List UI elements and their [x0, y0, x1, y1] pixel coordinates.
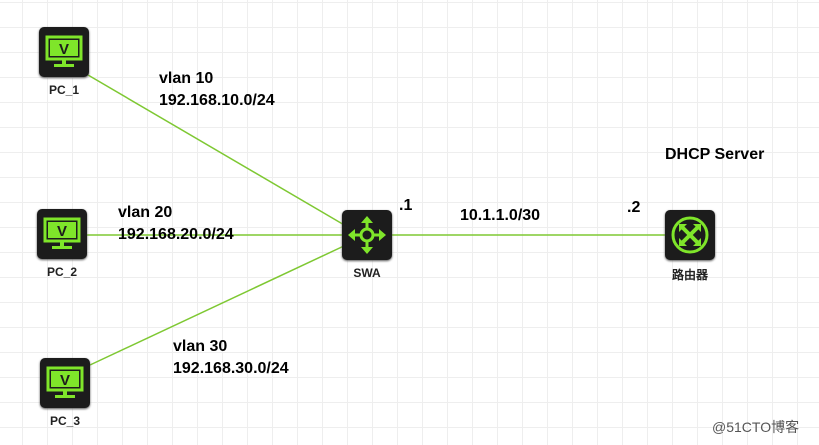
node-pc1[interactable]: V PC_1: [38, 27, 90, 97]
watermark: @51CTO博客: [712, 419, 800, 435]
node-pc2[interactable]: V PC_2: [36, 209, 88, 279]
vlan30-subnet: 192.168.30.0/24: [173, 360, 289, 377]
link-pc1-swa: [87, 74, 347, 227]
node-label: PC_1: [48, 83, 80, 97]
switch-icon: [342, 210, 392, 260]
vlan10-label: vlan 10: [159, 70, 214, 87]
vlan10-subnet: 192.168.10.0/24: [159, 92, 275, 109]
node-label: SWA: [353, 266, 381, 280]
vlan20-label: vlan 20: [118, 204, 173, 221]
router-ip-label: .2: [627, 199, 641, 216]
svg-text:V: V: [60, 372, 70, 389]
node-label: 路由器: [671, 268, 708, 282]
svg-text:V: V: [59, 41, 69, 58]
pc-icon: V: [37, 209, 87, 259]
pc-icon: V: [40, 358, 90, 408]
swa-ip-label: .1: [399, 197, 413, 214]
dhcp-server-label: DHCP Server: [665, 146, 765, 163]
node-label: PC_3: [49, 414, 81, 428]
link-subnet-label: 10.1.1.0/30: [460, 207, 541, 224]
node-pc3[interactable]: V PC_3: [39, 358, 91, 428]
link-pc3-swa: [89, 244, 347, 366]
pc-icon: V: [39, 27, 89, 77]
router-icon: [665, 210, 715, 260]
svg-text:V: V: [57, 223, 67, 240]
node-router[interactable]: 路由器: [664, 210, 716, 283]
node-label: PC_2: [46, 265, 78, 279]
vlan20-subnet: 192.168.20.0/24: [118, 226, 234, 243]
node-swa[interactable]: SWA: [341, 210, 393, 280]
vlan30-label: vlan 30: [173, 338, 228, 355]
